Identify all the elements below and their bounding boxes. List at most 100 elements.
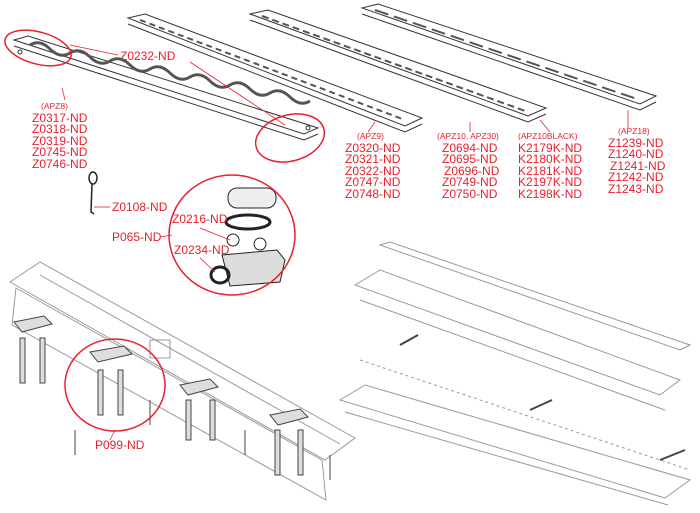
- grating-slot: [456, 85, 464, 90]
- part-code: K2181K-ND: [518, 163, 583, 178]
- grating-slot: [312, 33, 321, 38]
- grating-slot: [385, 111, 393, 116]
- grating-slot: [319, 86, 326, 91]
- label-outlet: Z0234-ND: [174, 243, 230, 257]
- grating-apz18: [360, 3, 658, 111]
- grating-slot: [215, 47, 222, 52]
- callout-ellipse-clip-left: [4, 29, 72, 67]
- grating-slot: [196, 40, 203, 45]
- grating-slot: [328, 90, 336, 95]
- grating-apz10: [248, 9, 548, 123]
- part-code: K2198K-ND: [518, 186, 583, 201]
- part-code: Z0318-ND: [32, 122, 88, 137]
- part-code: Z0750-ND: [442, 186, 498, 201]
- group-label: (APZ18): [618, 126, 650, 136]
- channel-assembly-right-upper: [353, 241, 692, 411]
- grating-slot: [394, 63, 402, 68]
- group-label: (APZ10BLACK): [518, 131, 578, 141]
- grating-apz8: [12, 35, 320, 141]
- part-code: Z0745-ND: [32, 145, 88, 160]
- grating-slot: [393, 15, 408, 22]
- grating-slot: [302, 29, 310, 35]
- label-rod: Z0108-ND: [112, 200, 168, 214]
- part-code: Z0320-ND: [345, 140, 401, 155]
- grating-slot: [376, 108, 383, 113]
- group-label: (APZ9): [357, 131, 384, 141]
- grating-slot: [168, 29, 175, 34]
- grating-slot: [310, 83, 317, 88]
- grating-group-apz10-apz30: (APZ10, APZ30) Z0694-ND Z0695-ND Z0696-N…: [437, 131, 499, 201]
- grating-slot: [601, 86, 616, 93]
- grating-slot: [300, 79, 307, 84]
- grating-apz9: [126, 13, 424, 133]
- grating-slot: [261, 15, 269, 20]
- grating-slot: [496, 99, 505, 105]
- part-code: Z0749-ND: [442, 175, 498, 190]
- grating-slot: [243, 58, 251, 63]
- grating-slot: [353, 48, 362, 53]
- grating-slot: [486, 96, 495, 101]
- label-siphon-kit: P065-ND: [112, 230, 162, 244]
- grating-slot: [281, 72, 288, 77]
- part-code: Z0748-ND: [345, 186, 401, 201]
- grating-slot: [374, 55, 382, 60]
- grating-group-apz9: (APZ9) Z0320-ND Z0321-ND Z0322-ND Z0747-…: [345, 131, 400, 201]
- grating-slot: [177, 33, 184, 38]
- grating-slot: [374, 9, 389, 16]
- part-code: Z0322-ND: [345, 163, 401, 178]
- part-code: Z1242-ND: [608, 170, 664, 185]
- grating-slot: [526, 60, 541, 67]
- part-code: Z0695-ND: [442, 152, 498, 167]
- part-code: Z0694-ND: [442, 140, 498, 155]
- label-feet: P099-ND: [95, 438, 145, 452]
- grating-slot: [333, 40, 341, 46]
- grating-slot: [395, 115, 402, 120]
- grating-slot: [469, 41, 484, 48]
- grating-slot: [476, 92, 484, 97]
- grating-slot: [620, 92, 635, 100]
- grating-group-apz18: (APZ18) Z1239-ND Z1240-ND Z1241-ND Z1242…: [608, 126, 665, 196]
- grating-slot: [517, 107, 525, 112]
- part-code: Z0746-ND: [32, 156, 88, 171]
- part-code: Z0696-ND: [444, 163, 500, 178]
- grating-slot: [291, 76, 298, 81]
- leveling-feet: [13, 315, 331, 480]
- part-code: Z1241-ND: [610, 158, 666, 173]
- grating-slot: [404, 66, 413, 72]
- grating-slot: [282, 22, 290, 27]
- grating-slot: [507, 103, 515, 108]
- grating-slot: [363, 51, 372, 57]
- part-code: K2179K-ND: [518, 140, 583, 155]
- grating-slot: [563, 73, 578, 80]
- part-code: K2197K-ND: [518, 175, 583, 190]
- grating-slot: [466, 88, 474, 94]
- part-code: Z1243-ND: [608, 181, 664, 196]
- grating-slot: [357, 101, 364, 106]
- grating-slot: [412, 21, 427, 29]
- grating-slot: [582, 79, 597, 87]
- callout-ellipse-clip-right: [254, 113, 326, 163]
- grating-slot: [431, 28, 446, 35]
- grating-slot: [343, 44, 351, 49]
- grating-slot: [488, 47, 503, 55]
- part-code: Z1239-ND: [608, 135, 664, 150]
- part-code: K2180K-ND: [518, 152, 583, 167]
- grating-slot: [338, 94, 345, 99]
- grating-slot: [253, 61, 260, 66]
- siphon-parts: [209, 187, 286, 287]
- part-code: Z0319-ND: [32, 133, 88, 148]
- grating-slot: [450, 34, 465, 42]
- grating-slot: [347, 97, 355, 102]
- grating-slot: [149, 22, 156, 27]
- grating-group-apz10black: (APZ10BLACK) K2179K-ND K2180K-ND K2181K-…: [518, 131, 582, 201]
- grating-slot: [139, 19, 146, 24]
- label-seal: Z0216-ND: [172, 212, 228, 226]
- grating-slot: [224, 51, 232, 56]
- callout-marks: [4, 29, 629, 441]
- group-label: (APZ8): [41, 101, 68, 111]
- part-code: Z0317-ND: [32, 110, 88, 125]
- callout-ellipse-siphon: [168, 174, 296, 296]
- label-clip: Z0232-ND: [120, 49, 176, 63]
